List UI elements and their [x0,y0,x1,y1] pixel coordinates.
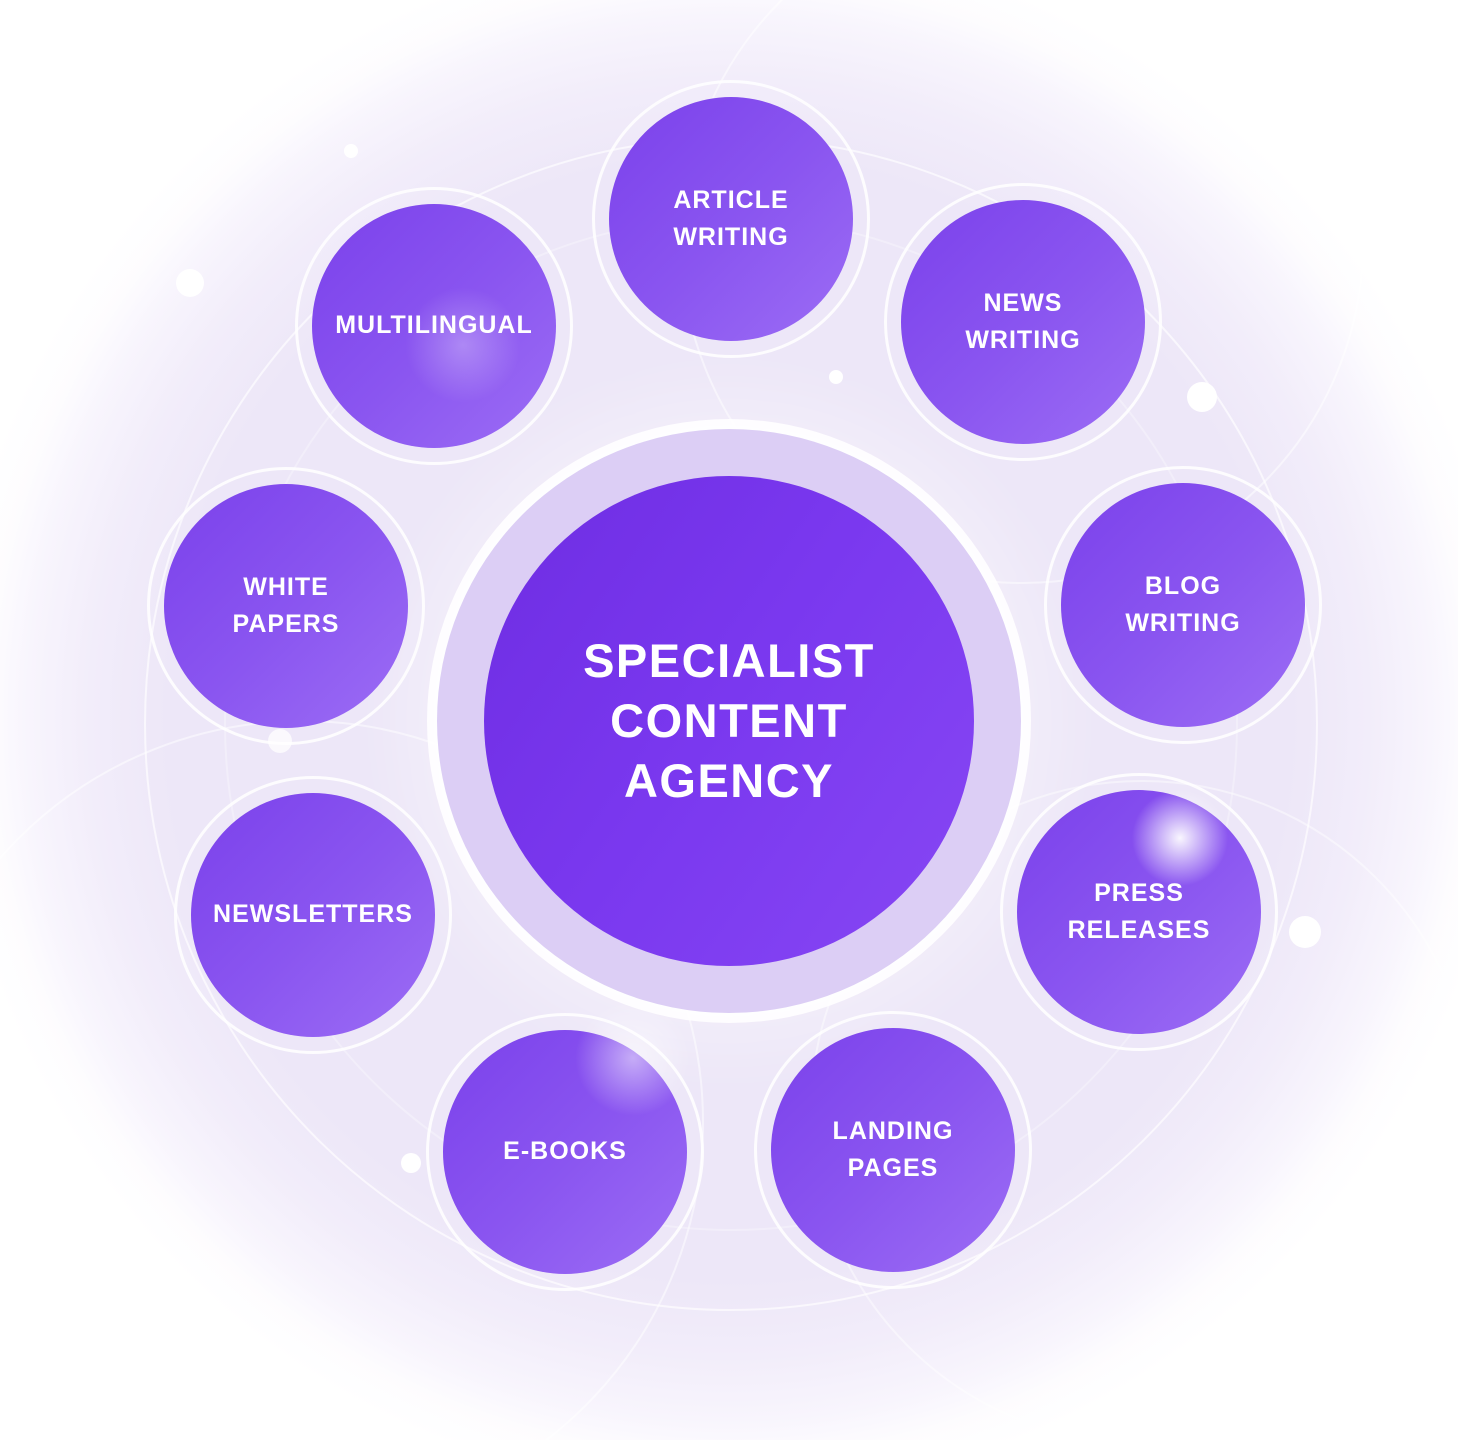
sparkle-dot [401,1153,421,1173]
sparkle-dot [344,144,358,158]
satellite-label: NEWS WRITING [965,288,1081,355]
satellite-article-writing: ARTICLE WRITING [592,80,870,358]
satellite-press-releases: PRESS RELEASES [1000,773,1278,1051]
sparkle-dot [829,370,843,384]
satellite-white-papers: WHITE PAPERS [147,467,425,745]
center-node: SPECIALIST CONTENT AGENCY [484,476,974,966]
satellite-e-books: E-BOOKS [426,998,704,1291]
satellite-label: BLOG WRITING [1125,571,1241,638]
satellite-newsletters: NEWSLETTERS [174,776,452,1054]
satellite-label: WHITE PAPERS [232,572,340,639]
center-node-label: SPECIALIST CONTENT AGENCY [583,633,875,808]
satellite-landing-pages: LANDING PAGES [754,1011,1032,1289]
satellite-label: E-BOOKS [503,1137,627,1166]
satellite-label: LANDING PAGES [832,1116,954,1183]
highlight-spot [403,285,523,405]
satellite-multilingual: MULTILINGUAL [295,187,573,465]
satellite-label: ARTICLE WRITING [673,185,789,252]
satellite-label: PRESS RELEASES [1067,878,1211,945]
satellite-news-writing: NEWS WRITING [884,183,1162,461]
satellite-label: NEWSLETTERS [213,900,413,929]
sparkle-dot [268,729,292,753]
sparkle-dot [176,269,204,297]
satellite-blog-writing: BLOG WRITING [1044,466,1322,744]
sparkle-dot [1289,916,1321,948]
satellite-label: MULTILINGUAL [335,311,533,340]
sparkle-dot [1187,382,1217,412]
